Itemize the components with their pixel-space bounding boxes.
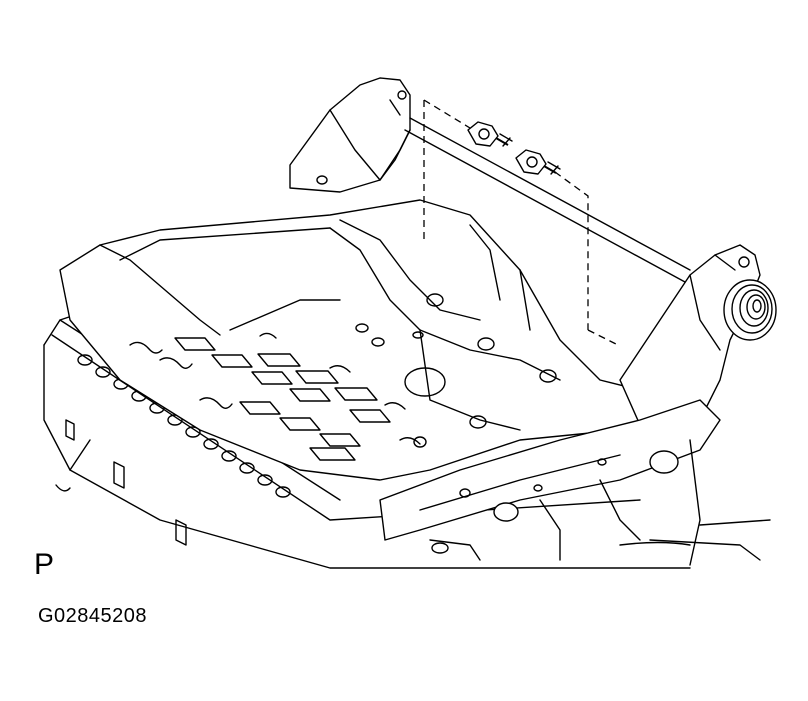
bolt-upper	[467, 121, 513, 147]
left-side-bracket	[289, 77, 411, 193]
view-label: P	[34, 548, 55, 581]
lower-right-structure	[649, 519, 771, 561]
bolt-lower	[515, 149, 561, 175]
installation-guide-lines	[423, 99, 619, 346]
figure-code: G02845208	[38, 605, 148, 627]
seat-pan	[59, 199, 651, 481]
front-slide-rail	[379, 399, 721, 566]
pan-slots	[174, 337, 391, 461]
pan-holes	[129, 293, 557, 448]
rear-cross-rod	[404, 117, 691, 283]
side-panel-slots	[55, 419, 187, 546]
recliner-spiral-spring	[723, 279, 777, 341]
